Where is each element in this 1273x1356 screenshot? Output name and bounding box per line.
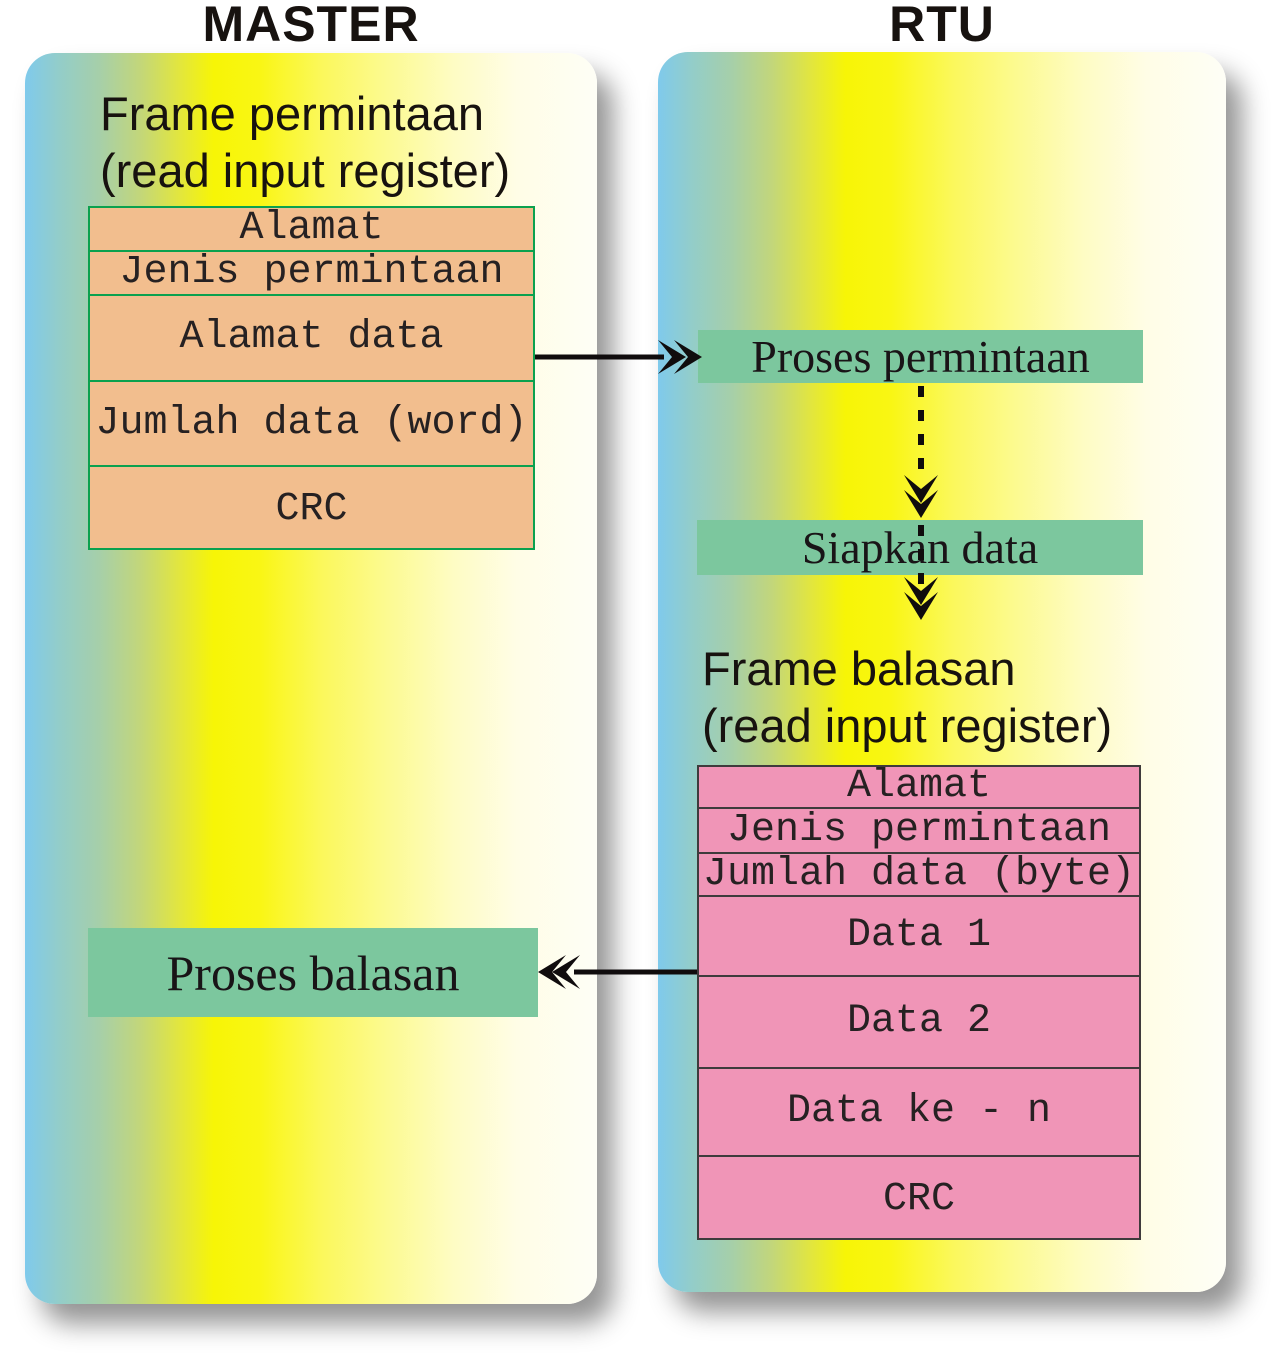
- rtu-title: RTU: [889, 0, 995, 52]
- table-row: Alamat: [239, 206, 384, 251]
- table-row: CRC: [699, 1155, 1139, 1242]
- table-row: Jenis permintaan: [90, 250, 533, 294]
- table-row: Jenis permintaan: [699, 807, 1139, 852]
- master-heading-line1: Frame permintaan: [100, 87, 484, 140]
- table-row: CRC: [90, 465, 533, 552]
- rtu-heading: Frame balasan (read input register): [702, 640, 1112, 754]
- table-row: Alamat: [846, 764, 992, 809]
- master-panel: Frame permintaan (read input register) A…: [25, 53, 597, 1304]
- table-row: Jumlah data (byte): [699, 852, 1139, 895]
- process-response-bar: Proses balasan: [88, 928, 538, 1017]
- table-row: Data 1: [699, 895, 1139, 975]
- table-row: Jumlah data (word): [90, 380, 533, 465]
- process-request-bar: Proses permintaan: [698, 330, 1143, 383]
- master-title: MASTER: [202, 0, 420, 52]
- table-row: Data ke - n: [699, 1067, 1139, 1155]
- master-heading: Frame permintaan (read input register): [100, 85, 510, 199]
- table-row: Data 2: [699, 975, 1139, 1067]
- table-row: Alamat data: [90, 294, 533, 380]
- prepare-data-bar: Siapkan data: [697, 520, 1143, 575]
- rtu-heading-line1: Frame balasan: [702, 642, 1016, 695]
- master-heading-line2: (read input register): [100, 144, 511, 197]
- rtu-heading-line2: (read input register): [702, 699, 1113, 752]
- rtu-panel: Proses permintaan Siapkan data Frame bal…: [658, 52, 1226, 1292]
